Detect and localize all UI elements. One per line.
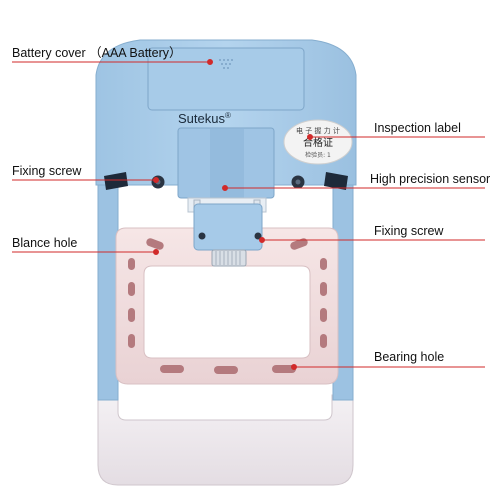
battery-cover: [147, 47, 305, 111]
balance-hole: [146, 238, 164, 250]
bearing-hole: [272, 365, 296, 373]
callout-bearing-hole: Bearing hole: [374, 350, 445, 364]
left-dark-slot: [104, 172, 128, 190]
right-dark-slot: [324, 172, 348, 190]
stamp-bottom-text: 检验员: 1: [305, 151, 331, 159]
callout-inspection-label: Inspection label: [374, 121, 461, 135]
callout-fixing-screw-right: Fixing screw: [374, 224, 444, 238]
brand-mark: ®: [225, 111, 231, 120]
handle-holes: [128, 238, 327, 374]
battery-cover-grip: [219, 59, 233, 69]
left-blue-arm: [97, 184, 119, 401]
callout-high-precision-sensor: High precision sensor: [370, 172, 491, 186]
bottom-base: [97, 394, 354, 486]
sensor-screw-left: [198, 232, 206, 240]
brand-name: Sutekus: [178, 111, 225, 126]
callout-blance-hole: Blance hole: [12, 236, 78, 250]
sensor-screw-right: [254, 232, 262, 240]
stamp-top-text: 电 子 握 力 计: [296, 126, 340, 135]
leader-lines: [12, 59, 485, 370]
callout-fixing-screw-left: Fixing screw: [12, 164, 82, 178]
inspection-label-sticker: 电 子 握 力 计 合格证 检验员: 1: [283, 119, 353, 165]
sensor-head: [193, 203, 263, 251]
brand-logo-text: Sutekus®: [178, 111, 231, 126]
spring-knob: [211, 249, 247, 267]
callout-battery-cover: Battery cover （AAA Battery）: [12, 46, 182, 60]
